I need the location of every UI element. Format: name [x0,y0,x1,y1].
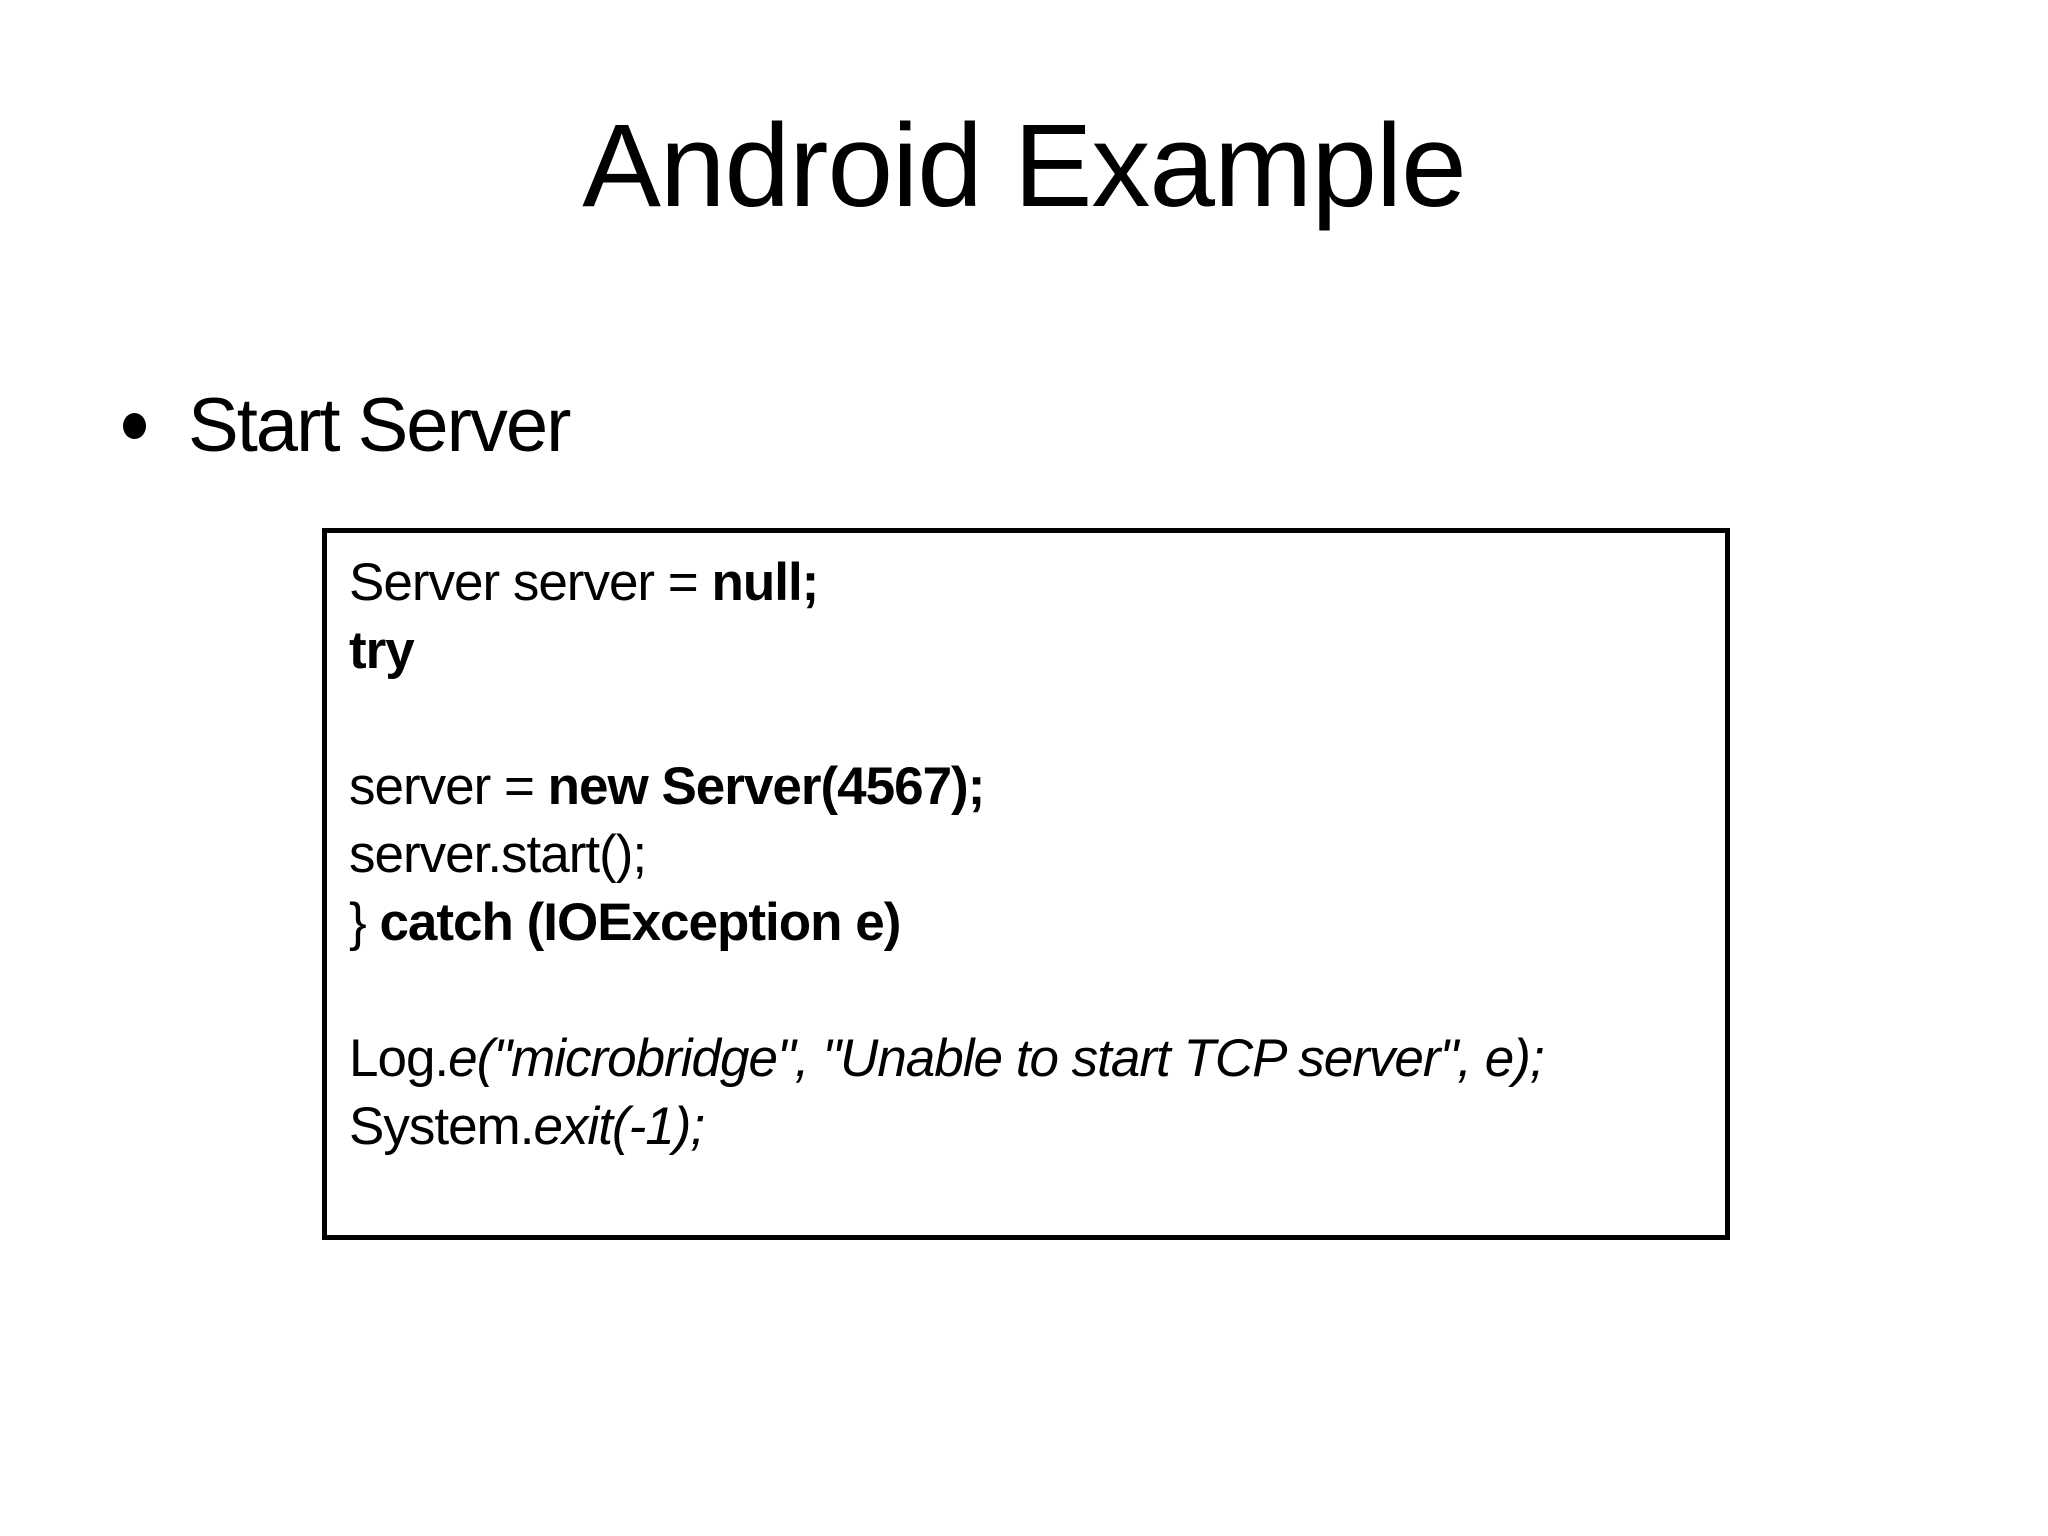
code-segment: exit(-1); [533,1097,705,1156]
code-line [349,957,1703,1025]
code-segment: Log. [349,1029,449,1088]
code-segment: System. [349,1097,534,1156]
code-segment: Server server = [349,553,712,612]
code-segment: new Server(4567); [547,757,986,816]
code-line: System.exit(-1); [349,1093,1703,1161]
bullet-text: Start Server [188,383,571,468]
code-segment: } [349,893,380,952]
code-segment: try [349,621,415,680]
code-segment: null; [711,553,819,612]
code-line: Log.e("microbridge", "Unable to start TC… [349,1025,1703,1093]
bullet-item: Start Server [123,382,571,469]
bullet-icon [123,412,146,439]
slide-title: Android Example [582,100,1467,232]
code-box: Server server = null;try server = new Se… [322,528,1730,1240]
code-segment: server.start(); [349,825,647,884]
code-line: Server server = null; [349,549,1703,617]
code-line: server = new Server(4567); [349,753,1703,821]
code-segment: e("microbridge", "Unable to start TCP se… [448,1029,1544,1088]
code-line [349,685,1703,753]
code-segment: server = [349,757,548,816]
code-segment: catch (IOException e) [379,893,901,952]
code-line: server.start(); [349,821,1703,889]
code-line: try [349,617,1703,685]
code-line: } catch (IOException e) [349,889,1703,957]
